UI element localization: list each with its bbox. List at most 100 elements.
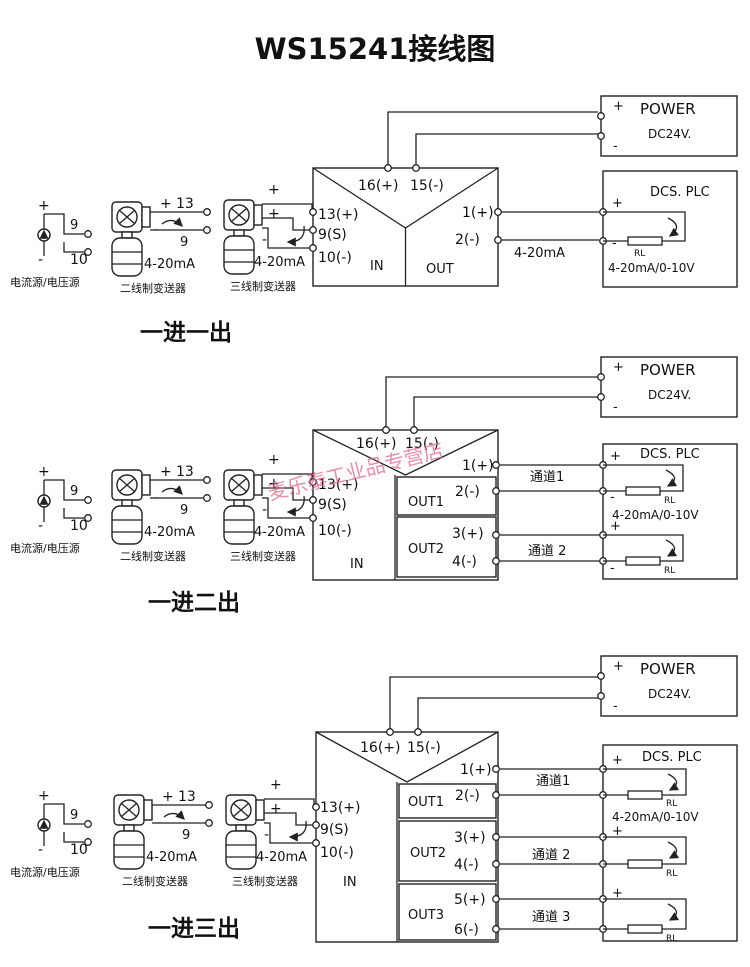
power-minus-wire [415,133,598,164]
module-in-label: IN [350,557,364,572]
terminal-5: 5(+) [454,892,486,908]
terminal-dot [597,112,605,120]
power-plus-wire [387,111,598,164]
terminal-3: 3(+) [454,830,486,846]
terminal-2: 2(-) [455,788,480,804]
three-wire-caption: 三线制变送器 [232,874,298,888]
out1-section [396,476,497,516]
transmitter-connector [141,206,151,228]
section-1x2: +-POWERDC24V.16(+)15(-)13(+)9(S)10(-)INO… [10,356,738,616]
resistor-label: RL [634,249,645,259]
tw3-current-arrow [286,495,305,517]
tw3-wire-10 [262,497,313,519]
out3-section [398,883,497,941]
terminal-dot [386,728,394,736]
section-1x3: +-POWERDC24V.16(+)15(-)13(+)9(S)10(-)INO… [10,655,738,944]
dc24v-label: DC24V. [648,127,691,141]
terminal-dot [492,925,500,933]
terminal-2: 2(-) [455,484,480,500]
transmitter-connector [141,474,151,496]
two-wire-caption: 二线制变送器 [120,281,186,295]
transmitter-neck [235,824,247,832]
load-resistor [627,790,663,800]
power-supply-box [600,655,738,717]
load-wire [603,464,684,492]
terminal-dot [312,803,320,811]
power-plus-label: + [613,360,624,375]
terminal-dot [309,496,317,504]
section-caption: 一进三出 [148,916,240,942]
power-minus-wire [417,697,598,728]
terminal-2: 2(-) [455,232,480,248]
tw3-minus: - [264,827,269,843]
terminal-16: 16(+) [360,740,400,756]
resistor-label: RL [666,799,677,809]
tw3-wire-10 [262,227,313,249]
source-plus: + [38,464,50,480]
tw2-terminal-13: 13 [176,464,194,480]
terminal-dot [203,476,211,484]
tw3-minus: - [262,502,267,518]
tw3-plus: + [270,777,282,793]
tw2-current-arrow [161,485,183,495]
module-out1-label: OUT1 [408,795,444,810]
transmitter-dial-mark [232,802,250,818]
channel-2-label: 通道 2 [532,848,570,863]
tw3-minus: - [262,232,267,248]
tw2-plus: + [160,196,172,212]
tw2-terminal-13: 13 [178,789,196,805]
source-plus: + [38,198,50,214]
channel-2-label: 通道 2 [528,544,566,559]
terminal-dot [312,821,320,829]
source-minus: - [38,252,43,268]
power-label: POWER [640,100,696,118]
current-arrow [665,539,678,557]
terminal-dot [84,514,92,522]
transmitter-neck [233,229,245,237]
terminal-dot [309,478,317,486]
dcs-plc-label: DCS. PLC [640,447,700,462]
transmitter-connector [143,799,153,821]
source-caption: 电流源/电压源 [10,541,80,555]
out2-section [396,516,497,578]
terminal-dot [492,791,500,799]
transmitter-neck [121,499,133,507]
terminal-dot [492,557,500,565]
load-wire [603,211,686,242]
terminal-dot [84,248,92,256]
terminal-dot [203,494,211,502]
terminal-4: 4(-) [454,857,479,873]
transmitter-body [111,237,143,277]
source-wire-minus [63,832,84,843]
load-resistor [627,859,663,869]
module-in-label: IN [370,259,384,274]
tw3-plus: + [268,182,280,198]
section-caption: 一进一出 [140,320,232,346]
terminal-dot [382,426,390,434]
power-minus-label: - [613,400,618,415]
terminal-dot [597,672,605,680]
terminal-dot [309,244,317,252]
tw3-signal-label: 4-20mA [256,850,307,865]
tw3-signal-label: 4-20mA [254,525,305,540]
terminal-dot [203,208,211,216]
tw3-plus-2: + [268,206,280,222]
transmitter-body [223,505,255,545]
terminal-15: 15(-) [410,178,444,194]
module-header-v [315,731,499,783]
transmitter-neck [121,231,133,239]
source-wire-plus [44,803,84,825]
terminal-dot [492,531,500,539]
two-wire-caption: 二线制变送器 [122,874,188,888]
dcs-plus: + [612,753,623,768]
tw3-signal-label: 4-20mA [254,255,305,270]
dcs-plus-2: + [612,824,623,839]
terminal-dot [410,426,418,434]
source-terminal-9: 9 [70,218,78,233]
module-out-label: OUT [426,262,454,277]
source-minus: - [38,842,43,858]
terminal-dot [203,226,211,234]
terminal-dot [597,132,605,140]
transmitter-body [111,505,143,545]
